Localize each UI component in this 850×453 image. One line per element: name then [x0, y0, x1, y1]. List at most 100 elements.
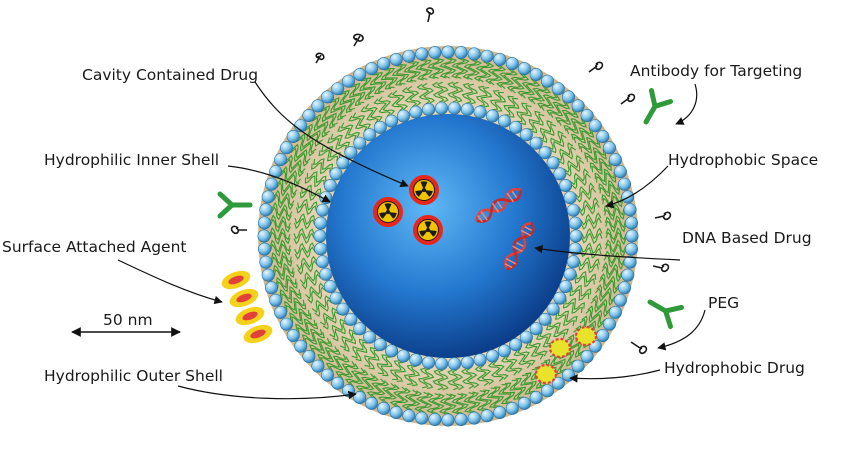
lipid-tail — [362, 77, 376, 98]
lipid-tail — [580, 242, 602, 255]
lipid-tail — [486, 387, 501, 408]
lipid-tail — [527, 84, 548, 103]
lipid-tail — [355, 341, 368, 362]
lipid-tail — [352, 83, 366, 105]
lipid-tail — [487, 361, 505, 382]
lipid-head — [509, 120, 523, 134]
lipid-head — [373, 338, 387, 352]
inner-shell-arrow — [227, 165, 331, 203]
lipid-tail — [507, 97, 520, 118]
lipid-tail — [548, 321, 569, 335]
lipid-tail — [538, 119, 553, 140]
lipid-tail — [578, 261, 599, 274]
lipid-tail — [447, 81, 459, 103]
lipid-tail — [348, 85, 362, 107]
lipid-tail — [575, 270, 597, 283]
lipid-head — [389, 405, 403, 419]
lipid-head — [538, 312, 552, 326]
lipid-tail — [376, 354, 389, 375]
lipid-tail — [427, 58, 441, 80]
lipid-tail — [294, 246, 316, 260]
lipid-tail — [589, 157, 611, 172]
lipid-head — [316, 203, 330, 217]
surface-agent-label: Surface Attached Agent — [2, 238, 187, 256]
lipid-head — [434, 357, 448, 371]
lipid-tail — [503, 95, 516, 116]
lipid-tail — [415, 59, 429, 81]
lipid-tail — [545, 324, 566, 339]
lipid-tail — [328, 356, 350, 373]
lipid-head — [261, 190, 275, 204]
lipid-head — [257, 229, 271, 243]
lipid-tail — [603, 254, 625, 270]
lipid-head — [529, 136, 543, 150]
lipid-head — [540, 74, 554, 88]
lipid-tail — [474, 365, 490, 387]
lipid-tail — [555, 314, 575, 327]
lipid-head — [505, 401, 519, 415]
lipid-head — [363, 330, 377, 344]
lipid-tail — [345, 367, 366, 385]
lipid-head — [497, 344, 511, 358]
lipid-tail — [364, 347, 376, 368]
lipid-head — [588, 119, 602, 133]
lipid-tail — [563, 154, 582, 173]
lipid-head — [302, 349, 316, 363]
lipid-tail — [598, 179, 619, 194]
lipid-tail — [565, 337, 582, 359]
lipid-head — [580, 349, 594, 363]
lipid-tail — [340, 122, 361, 138]
lipid-tail — [586, 150, 607, 164]
lipid-tail — [436, 81, 449, 103]
lipid-tail — [556, 142, 574, 162]
lipid-tail — [499, 69, 518, 90]
lipid-tail — [516, 102, 529, 123]
lipid-tail — [380, 69, 395, 90]
outer-shell-arrow — [177, 385, 357, 400]
lipid-tail — [280, 169, 300, 188]
lipid-tail — [565, 158, 585, 177]
lipid-head — [561, 90, 575, 104]
lipid-tail — [294, 213, 316, 226]
lipid-tail — [269, 226, 291, 241]
lipid-head — [485, 109, 499, 123]
peg-arrow — [657, 309, 706, 351]
lipid-tail — [348, 115, 368, 132]
lipid-head — [569, 229, 583, 243]
lipid-tail — [323, 105, 338, 127]
lipid-tail — [378, 382, 397, 403]
lipid-head — [314, 216, 328, 230]
peg-chain-icon — [230, 7, 672, 355]
lipid-tail — [520, 104, 532, 125]
lipid-head — [279, 141, 293, 155]
lipid-tail — [605, 239, 627, 254]
lipid-head — [428, 45, 442, 59]
lipid-tail — [319, 307, 338, 326]
lipid-head — [313, 229, 327, 243]
lipid-tail — [271, 202, 293, 218]
lipid-tail — [311, 295, 331, 314]
lipid-tail — [438, 393, 453, 415]
lipid-head — [613, 165, 627, 179]
lipid-tail — [329, 99, 344, 121]
lipid-head — [377, 401, 391, 415]
lipid-tail — [584, 147, 605, 161]
lipid-tail — [517, 348, 536, 366]
lipid-tail — [517, 78, 537, 97]
lipid-tail — [604, 250, 625, 266]
surface-agent-arrow — [117, 259, 223, 305]
lipid-head — [596, 130, 610, 144]
lipid-tail — [602, 261, 623, 279]
lipid-head — [286, 328, 300, 342]
lipid-tail — [596, 172, 617, 187]
cavity-drug-label: Cavity Contained Drug — [82, 66, 258, 84]
lipid-tail — [550, 134, 567, 154]
lipid-head — [551, 82, 565, 96]
lipid-tail — [314, 299, 333, 318]
lipid-head — [323, 179, 337, 193]
lipid-tail — [273, 266, 295, 281]
lipid-head — [402, 409, 416, 423]
lipid-tail — [394, 361, 407, 382]
lipid-tail — [285, 300, 307, 315]
lipid-head — [493, 405, 507, 419]
